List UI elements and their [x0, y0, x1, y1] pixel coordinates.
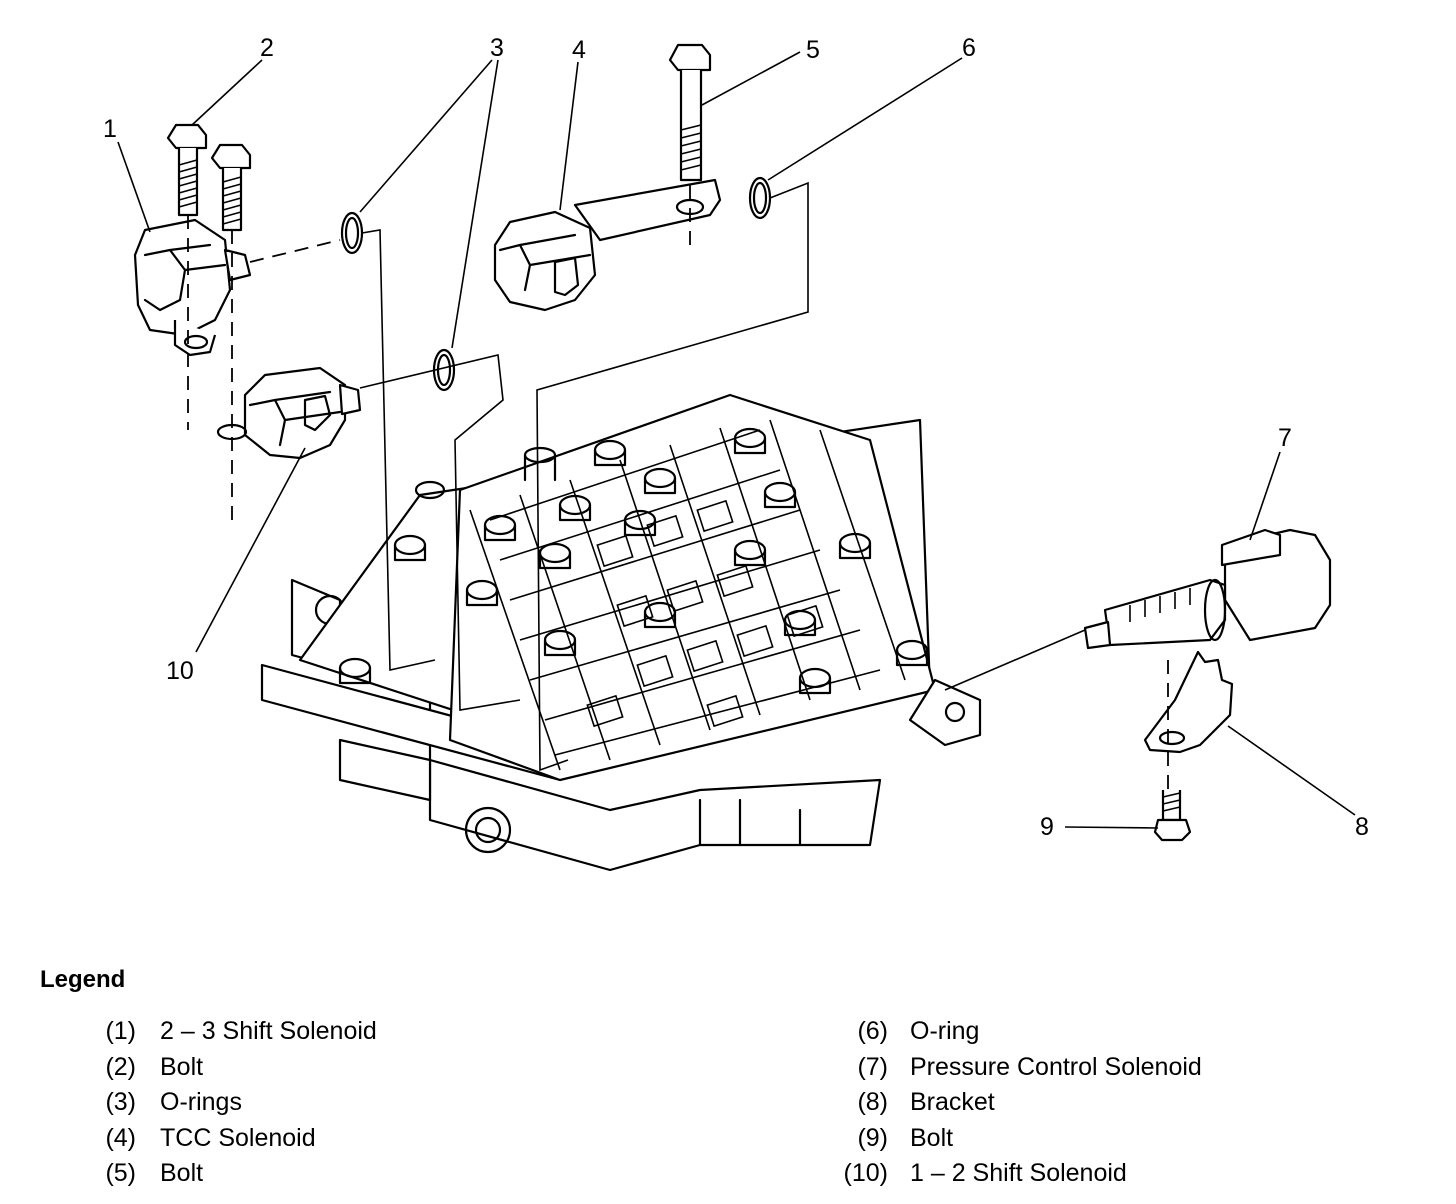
legend-description: Bolt	[160, 1159, 204, 1187]
callouts: 1 2 3 4 5 6 7 8 9 10	[103, 34, 1369, 841]
legend-number: (4)	[105, 1123, 136, 1152]
callout-8: 8	[1355, 813, 1369, 841]
legend-item-3: (3) O-rings	[0, 1087, 500, 1123]
leader-lines	[117, 51, 1356, 829]
callout-5: 5	[806, 36, 820, 64]
installation-paths	[359, 181, 1086, 772]
legend-number: (5)	[105, 1159, 136, 1187]
callout-7: 7	[1278, 424, 1292, 452]
legend-description: Bolt	[910, 1123, 954, 1152]
legend-title: Legend	[40, 966, 126, 993]
legend-description: Bolt	[160, 1052, 204, 1081]
callout-3: 3	[490, 34, 504, 62]
legend-description: Pressure Control Solenoid	[910, 1052, 1202, 1081]
bracket-8	[1143, 650, 1234, 754]
legend-number: (8)	[857, 1088, 888, 1116]
legend-item-9: (9) Bolt	[0, 1123, 953, 1159]
legend-item-10: (10) 1 – 2 Shift Solenoid	[0, 1158, 1127, 1194]
legend-description: Bracket	[910, 1088, 995, 1116]
legend-number: (1)	[105, 1017, 136, 1045]
legend-number: (7)	[857, 1052, 888, 1081]
legend-number: (9)	[857, 1123, 888, 1152]
legend-item-1: (1) 2 – 3 Shift Solenoid	[0, 1016, 500, 1052]
bolt-5	[668, 43, 712, 182]
exploded-view-diagram: 1 2 3 4 5 6 7 8 9 10	[103, 34, 1369, 872]
callout-6: 6	[962, 34, 976, 62]
legend-item-6: (6) O-ring	[0, 1016, 979, 1052]
legend-left-column: (1) 2 – 3 Shift Solenoid (2) Bolt (3) O-rin…	[0, 1016, 500, 1194]
callout-10: 10	[166, 657, 194, 685]
bolt-pair-2	[166, 123, 252, 232]
tcc-solenoid	[493, 178, 722, 312]
legend-description: O-ring	[910, 1017, 980, 1045]
pressure-control-solenoid	[1083, 528, 1332, 650]
legend-number: (3)	[105, 1088, 136, 1116]
legend-description: 2 – 3 Shift Solenoid	[160, 1017, 377, 1045]
shift-solenoid-2-3	[133, 218, 252, 357]
legend-description: TCC Solenoid	[160, 1123, 316, 1152]
legend-number: (10)	[843, 1159, 888, 1187]
valve-body	[260, 393, 982, 872]
legend-item-7: (7) Pressure Control Solenoid	[0, 1052, 1201, 1088]
callout-2: 2	[260, 34, 274, 62]
callout-9: 9	[1040, 813, 1054, 841]
legend-item-4: (4) TCC Solenoid	[0, 1123, 500, 1159]
legend-number: (2)	[105, 1052, 136, 1081]
callout-4: 4	[572, 36, 586, 64]
assembly-axes	[187, 185, 1169, 790]
legend-item-5: (5) Bolt	[0, 1158, 500, 1194]
legend-description: 1 – 2 Shift Solenoid	[910, 1159, 1127, 1187]
shift-solenoid-1-2	[216, 366, 362, 460]
legend-item-8: (8) Bracket	[0, 1087, 994, 1123]
legend-right-column: (6) O-ring (7) Pressure Control Solenoid (…	[0, 1016, 1202, 1194]
legend-item-2: (2) Bolt	[0, 1052, 500, 1088]
legend-number: (6)	[857, 1017, 888, 1045]
legend-description: O-rings	[160, 1088, 242, 1116]
bolt-9	[1153, 790, 1192, 842]
valve-body-bolts	[338, 427, 929, 695]
callout-1: 1	[103, 115, 117, 143]
